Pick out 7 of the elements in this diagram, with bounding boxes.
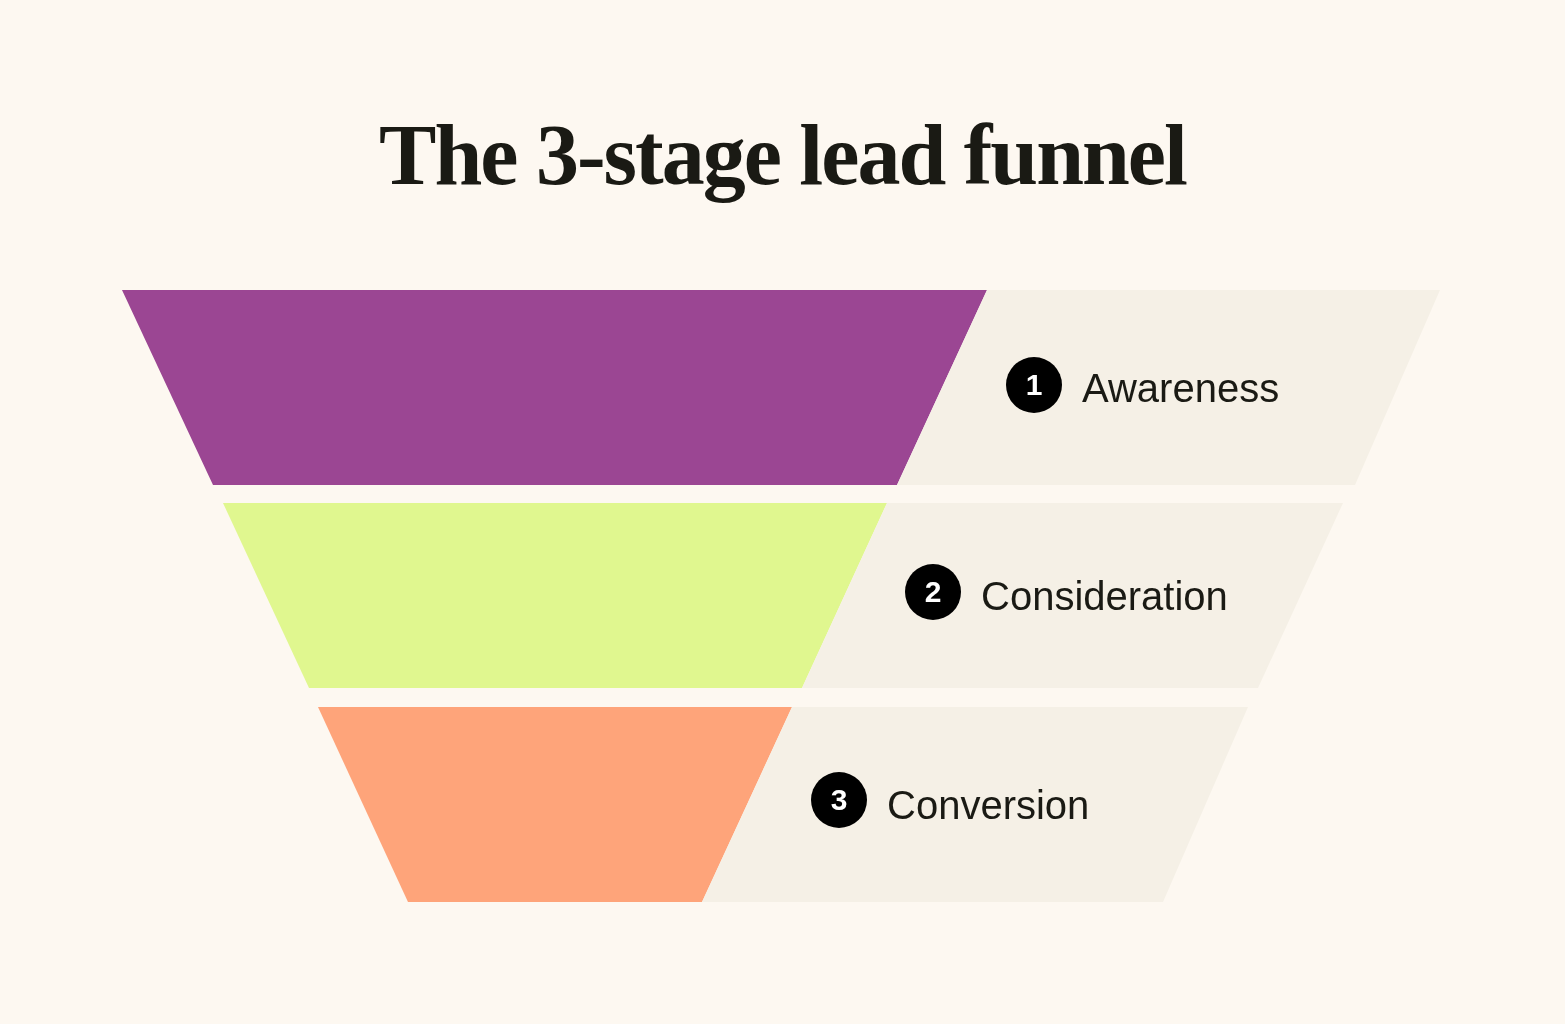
- stage-label: Awareness: [1082, 364, 1280, 412]
- stage-label: Conversion: [887, 781, 1090, 829]
- funnel-stage-band: [122, 290, 1440, 485]
- title: The 3-stage lead funnel: [379, 106, 1186, 205]
- funnel-stage-band: [318, 707, 1248, 902]
- funnel-stage-band: [223, 503, 1343, 688]
- stage-label: Consideration: [981, 572, 1228, 620]
